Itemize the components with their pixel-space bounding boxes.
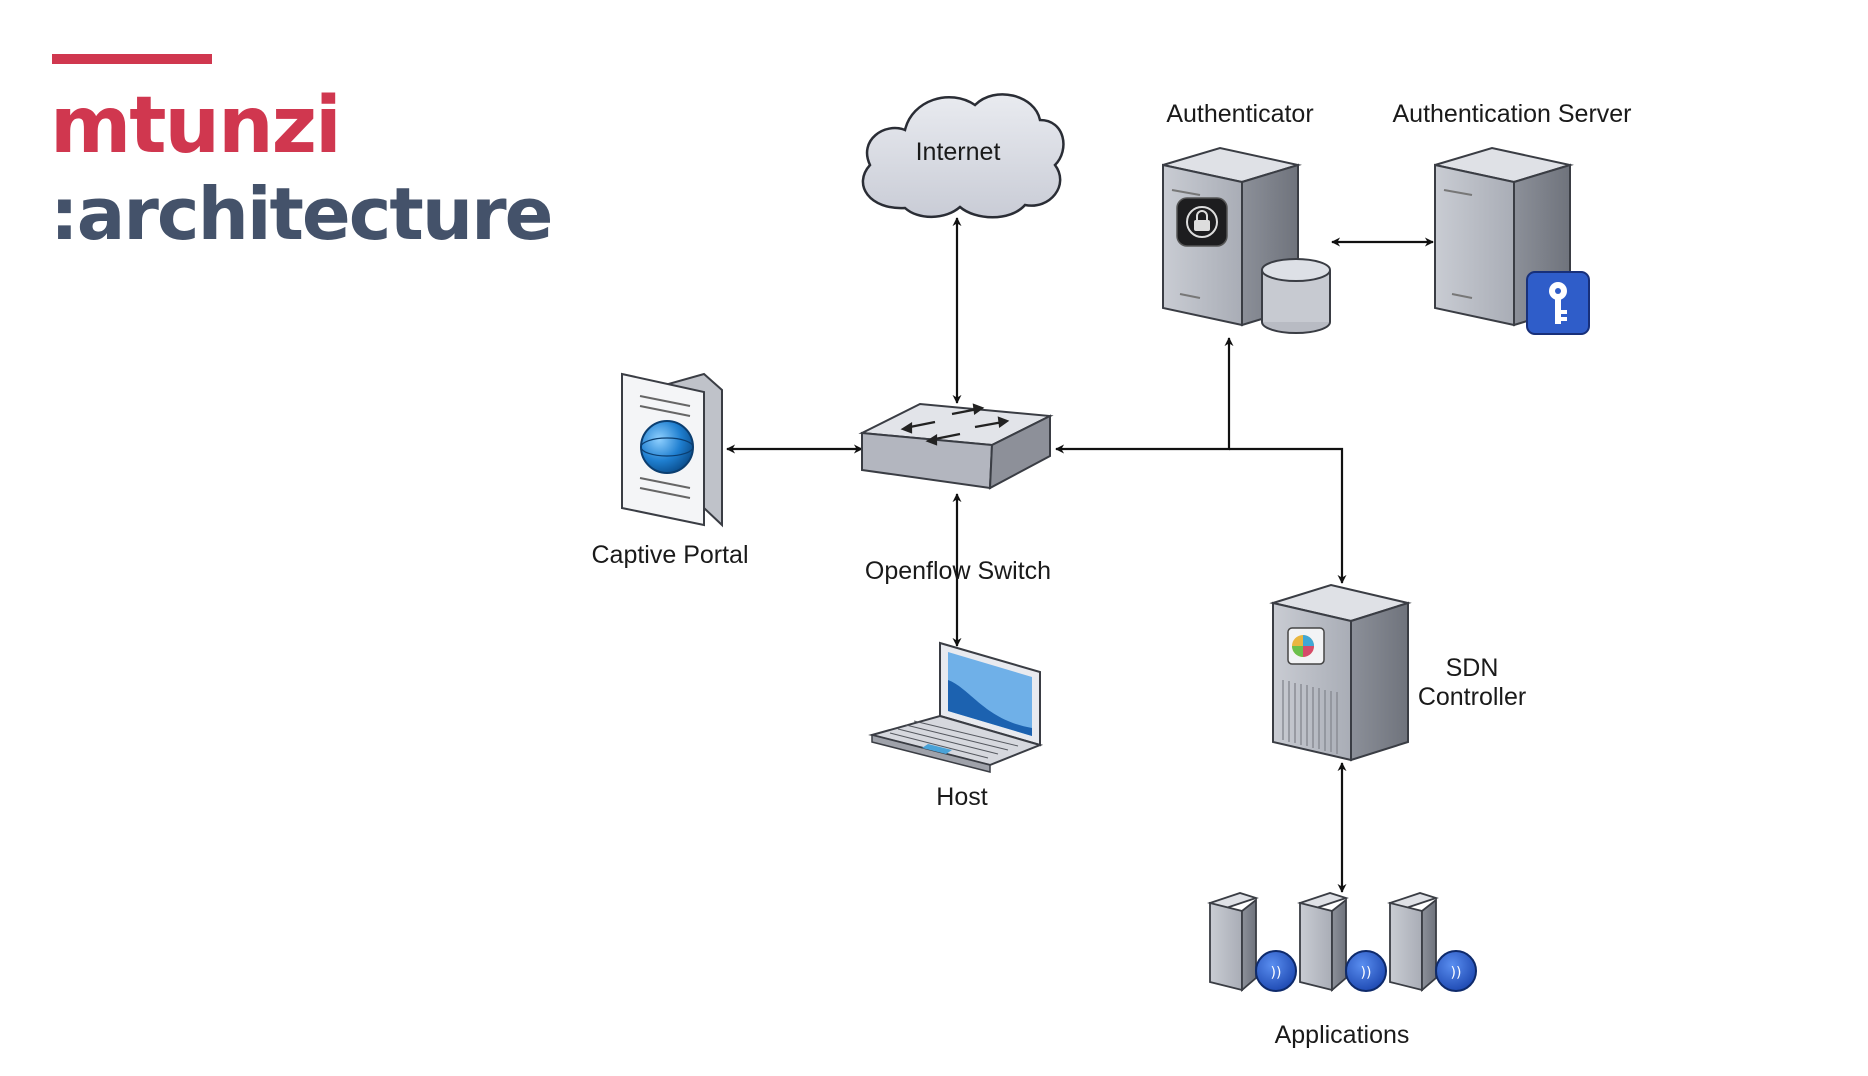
svg-text:)): )) <box>1451 965 1462 981</box>
edge-switch-sdn-controller <box>1229 447 1347 584</box>
openflow-switch-node: Openflow Switch <box>858 402 1054 585</box>
server-key-icon <box>1434 146 1590 335</box>
edge-switch-authenticator <box>1055 337 1234 454</box>
applications-label: Applications <box>1275 1021 1410 1049</box>
internet-label: Internet <box>916 138 1001 166</box>
connections <box>726 217 1434 893</box>
authentication-server-label: Authentication Server <box>1392 100 1631 128</box>
captive-portal-label: Captive Portal <box>591 541 748 569</box>
host-node: Host <box>868 641 1044 811</box>
application-server-3: )) <box>1387 892 1477 992</box>
application-server-2: )) <box>1297 892 1387 992</box>
openflow-switch-label: Openflow Switch <box>865 557 1051 585</box>
sdn-controller-label-line1: SDN <box>1446 654 1499 682</box>
title-accent-bar <box>52 54 212 64</box>
internet-node: Internet <box>861 93 1065 219</box>
sdn-controller-node: SDN Controller <box>1269 583 1526 762</box>
web-page-globe-icon <box>621 372 723 528</box>
server-group-icon: )) )) )) <box>1207 892 1477 992</box>
cloud-icon <box>861 93 1065 219</box>
slide-subtitle: :architecture <box>50 172 553 256</box>
host-label: Host <box>936 783 987 811</box>
network-switch-icon <box>858 402 1054 490</box>
svg-text:)): )) <box>1361 965 1372 981</box>
svg-text:)): )) <box>1271 965 1282 981</box>
sdn-controller-label-line2: Controller <box>1418 683 1526 711</box>
tower-server-icon <box>1269 583 1412 762</box>
authentication-server-node: Authentication Server <box>1392 100 1632 335</box>
applications-node: )) )) )) Applications <box>1207 892 1477 1049</box>
server-lock-database-icon <box>1162 146 1331 334</box>
application-server-1: )) <box>1207 892 1297 992</box>
captive-portal-node: Captive Portal <box>591 372 749 569</box>
laptop-icon <box>868 641 1044 773</box>
authenticator-node: Authenticator <box>1162 100 1331 334</box>
slide-title: mtunzi <box>50 81 342 171</box>
authenticator-label: Authenticator <box>1166 100 1313 128</box>
